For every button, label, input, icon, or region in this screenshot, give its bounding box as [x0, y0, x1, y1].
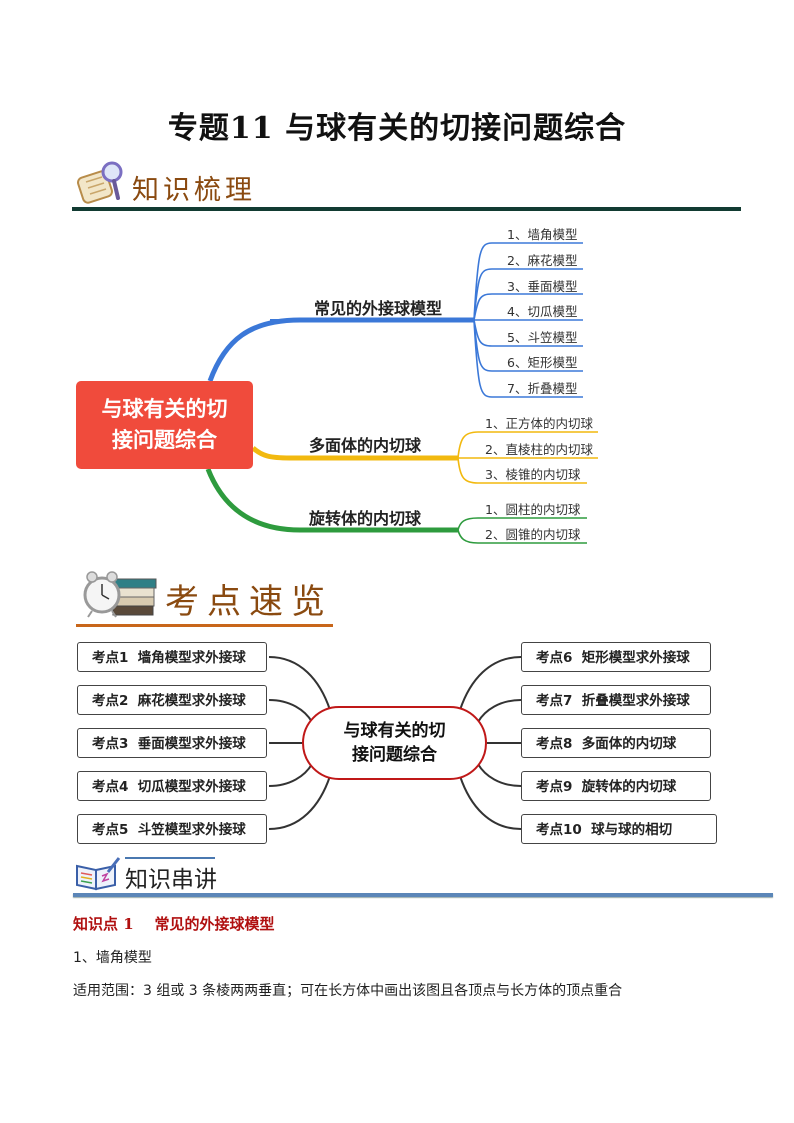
magnifier-notepad-icon [76, 160, 128, 204]
exam-point-8: 考点8 多面体的内切球 [521, 728, 711, 758]
exam-point-7: 考点7 折叠模型求外接球 [521, 685, 711, 715]
branch-polyhedron-inscribed: 多面体的内切球 [309, 436, 422, 455]
leaf-node: 7、折叠模型 [507, 381, 578, 396]
branch-circumscribed-models: 常见的外接球模型 [314, 299, 443, 318]
leaf-node: 1、正方体的内切球 [485, 416, 593, 431]
leaf-node: 4、切瓜模型 [507, 304, 578, 319]
section-heading-knowledge-tree: 知识梳理 [132, 175, 256, 206]
leaf-node: 1、圆柱的内切球 [485, 502, 581, 517]
page-title: 专题11 与球有关的切接问题综合 [167, 111, 627, 146]
exam-point-4: 考点4 切瓜模型求外接球 [77, 771, 267, 801]
section-divider [73, 893, 773, 897]
branch-rotation-body-inscribed: 旋转体的内切球 [309, 509, 422, 528]
root-line-2: 接问题综合 [112, 428, 217, 452]
section-divider [76, 624, 333, 627]
section-heading-exam-points: 考点速览 [165, 582, 333, 622]
exam-point-5: 考点5 斗笠模型求外接球 [77, 814, 267, 844]
leaf-node: 5、斗笠模型 [507, 330, 578, 345]
section-divider [72, 207, 741, 211]
sub-heading: 1、墙角模型 [73, 950, 152, 966]
leaf-node: 6、矩形模型 [507, 355, 578, 370]
exam-map-center-node: 与球有关的切 接问题综合 [302, 706, 487, 780]
leaf-node: 3、棱锥的内切球 [485, 467, 581, 482]
leaf-node: 2、麻花模型 [507, 253, 578, 268]
leaf-node: 2、直棱柱的内切球 [485, 442, 593, 457]
leaf-node: 2、圆锥的内切球 [485, 527, 581, 542]
mindmap-root-node: 与球有关的切 接问题综合 [76, 381, 253, 469]
exam-point-6: 考点6 矩形模型求外接球 [521, 642, 711, 672]
open-book-icon [74, 856, 122, 892]
exam-point-1: 考点1 墙角模型求外接球 [77, 642, 267, 672]
knowledge-point-heading: 知识点 1 常见的外接球模型 [73, 915, 275, 933]
section-heading-knowledge-chain: 知识串讲 [125, 867, 217, 893]
root-line-1: 与球有关的切 [101, 397, 228, 421]
exam-point-2: 考点2 麻花模型求外接球 [77, 685, 267, 715]
exam-point-9: 考点9 旋转体的内切球 [521, 771, 711, 801]
center-line-1: 与球有关的切 [343, 721, 446, 741]
leaf-node: 3、垂面模型 [507, 279, 578, 294]
leaf-node: 1、墙角模型 [507, 227, 578, 242]
paragraph: 适用范围：3 组或 3 条棱两两垂直；可在长方体中画出该图且各顶点与长方体的顶点… [73, 983, 623, 999]
exam-point-3: 考点3 垂面模型求外接球 [77, 728, 267, 758]
center-line-2: 接问题综合 [352, 745, 437, 765]
section-topline [125, 857, 215, 859]
exam-point-10: 考点10 球与球的相切 [521, 814, 717, 844]
alarm-clock-books-icon [78, 565, 160, 620]
